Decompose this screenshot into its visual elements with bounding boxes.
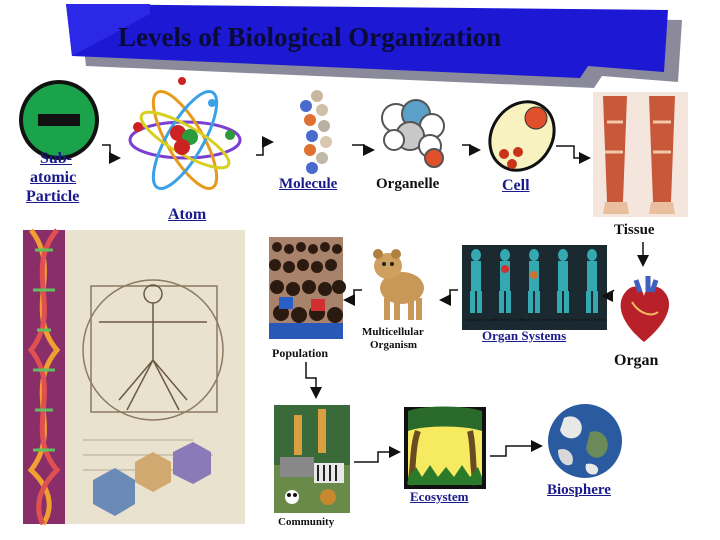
label-atom: Atom xyxy=(168,206,207,223)
arrow-organ-to-organsystems xyxy=(601,289,615,302)
label-population: Population xyxy=(272,346,329,360)
label-subatomic-1: Sub- xyxy=(40,150,73,167)
label-cell: Cell xyxy=(502,177,530,194)
label-molecule: Molecule xyxy=(279,176,338,192)
organism-icon xyxy=(373,249,424,320)
arrow-ecosystem-to-biosphere xyxy=(490,440,543,457)
organ-system-caption-4: Urinary System xyxy=(545,317,571,322)
label-organism-2: Organism xyxy=(370,339,418,351)
label-organism-1: Multicellular xyxy=(362,326,424,338)
cell-icon xyxy=(488,100,556,172)
heart-icon xyxy=(620,276,670,342)
label-ecosystem: Ecosystem xyxy=(410,489,469,504)
organ-system-caption-3: Digestive System xyxy=(520,317,549,322)
page-title: Levels of Biological Organization xyxy=(118,22,502,52)
arrow-cell-to-tissue xyxy=(556,145,591,164)
label-subatomic-2: atomic xyxy=(30,169,77,186)
arrow-community-to-ecosystem xyxy=(354,446,401,463)
organ-system-caption-5: Reproductive System xyxy=(571,317,606,322)
organ-systems-icon xyxy=(462,245,607,330)
community-icon xyxy=(274,405,350,513)
organ-system-caption-1: Lymphatic System xyxy=(466,317,496,322)
label-subatomic-3: Particle xyxy=(26,188,80,205)
organ-system-caption-2: Respiratory System xyxy=(493,317,525,322)
arrow-molecule-to-organelle xyxy=(352,144,375,156)
atom-icon xyxy=(128,77,242,190)
label-organelle: Organelle xyxy=(376,176,440,192)
earth-icon xyxy=(548,404,622,478)
ecosystem-icon xyxy=(404,406,486,489)
label-organ: Organ xyxy=(614,352,659,369)
population-icon xyxy=(269,237,346,339)
arrow-population-to-community xyxy=(305,362,322,399)
electron-icon xyxy=(19,80,99,160)
arrow-subatomic-to-atom xyxy=(102,144,121,164)
molecule-icon xyxy=(300,90,332,174)
tissue-icon xyxy=(593,92,688,217)
label-tissue: Tissue xyxy=(614,222,655,238)
organelle-icon xyxy=(381,99,445,168)
arrow-organelle-to-cell xyxy=(462,144,481,156)
dna-collage-image xyxy=(23,228,245,526)
arrow-organism-to-population xyxy=(343,289,362,306)
label-community: Community xyxy=(278,516,335,528)
label-organ-systems: Organ Systems xyxy=(482,328,567,343)
arrow-organsystems-to-organism xyxy=(439,289,458,306)
arrow-atom-to-molecule xyxy=(256,136,274,156)
label-biosphere: Biosphere xyxy=(547,482,611,498)
title-banner xyxy=(66,4,682,88)
